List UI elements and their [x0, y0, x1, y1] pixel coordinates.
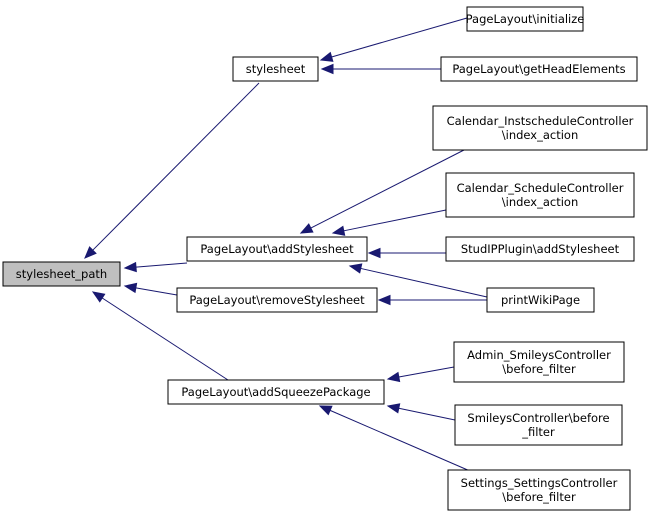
- node-label: stylesheet_path: [16, 267, 107, 281]
- node-admin_smileys[interactable]: Admin_SmileysController\before_filter: [453, 341, 625, 383]
- node-box: [486, 287, 595, 313]
- arrowhead: [123, 261, 137, 273]
- node-stylesheet[interactable]: stylesheet: [232, 56, 319, 82]
- arrowhead: [299, 223, 314, 234]
- edge-smileys-to-addSqueezePackage: [398, 407, 456, 421]
- node-box: [2, 261, 121, 287]
- node-label: PageLayout\addStylesheet: [200, 242, 354, 256]
- arrowhead: [319, 51, 334, 62]
- node-getHeadElements[interactable]: PageLayout\getHeadElements: [440, 56, 638, 82]
- node-addSqueezePackage[interactable]: PageLayout\addSqueezePackage: [167, 379, 385, 405]
- node-box: [453, 341, 625, 383]
- edge-settings-to-addSqueezePackage: [329, 409, 471, 472]
- node-label: PageLayout\addSqueezePackage: [181, 385, 370, 399]
- edge-inst_index-to-addStylesheet: [310, 149, 465, 229]
- node-label: \index_action: [502, 195, 579, 209]
- node-printWikiPage[interactable]: printWikiPage: [486, 287, 595, 313]
- node-label: printWikiPage: [501, 293, 580, 307]
- edge-stylesheet-to-stylesheet_path: [92, 82, 260, 251]
- node-box: [432, 105, 648, 151]
- edge-sched_index-to-addStylesheet: [343, 209, 447, 232]
- arrowhead: [367, 247, 381, 259]
- node-label: \before_filter: [502, 362, 576, 376]
- node-label: PageLayout\getHeadElements: [452, 62, 625, 76]
- arrowhead: [377, 294, 391, 306]
- arrowhead: [320, 63, 334, 75]
- node-box: [454, 404, 623, 446]
- node-sched_index[interactable]: Calendar_ScheduleController\index_action: [445, 172, 635, 218]
- arrowhead: [123, 282, 138, 294]
- node-label: PageLayout\initialize: [466, 12, 585, 26]
- node-label: Admin_SmileysController: [467, 348, 611, 362]
- node-label: Calendar_InstscheduleController: [447, 114, 634, 128]
- node-box: [167, 379, 385, 405]
- node-label: SmileysController\before: [467, 411, 609, 425]
- node-box: [445, 172, 635, 218]
- node-label: \before_filter: [502, 490, 576, 504]
- edge-initialize-to-stylesheet: [331, 17, 468, 58]
- node-settings[interactable]: Settings_SettingsController\before_filte…: [447, 469, 631, 511]
- arrowhead: [331, 225, 346, 236]
- node-box: [466, 6, 584, 32]
- arrowhead: [386, 371, 401, 383]
- node-stylesheet_path[interactable]: stylesheet_path: [2, 261, 121, 287]
- node-smileys[interactable]: SmileysController\before_filter: [454, 404, 623, 446]
- node-label: _filter: [521, 425, 555, 439]
- arrowhead: [91, 291, 106, 303]
- edges: [84, 17, 488, 472]
- node-addStylesheet[interactable]: PageLayout\addStylesheet: [186, 236, 368, 262]
- node-box: [186, 236, 368, 262]
- node-box: [176, 287, 378, 313]
- node-studip_add[interactable]: StudIPPlugin\addStylesheet: [445, 236, 635, 262]
- nodes: stylesheet_path stylesheetPageLayout\addS…: [2, 6, 648, 511]
- edge-admin_smileys-to-addSqueezePackage: [398, 366, 455, 378]
- node-box: [447, 469, 631, 511]
- edge-addStylesheet-to-stylesheet_path: [135, 262, 188, 268]
- node-removeStylesheet[interactable]: PageLayout\removeStylesheet: [176, 287, 378, 313]
- edge-printWikiPage-to-addStylesheet: [360, 267, 488, 298]
- node-box: [445, 236, 635, 262]
- arrowhead: [84, 246, 97, 259]
- edge-addSqueezePackage-to-stylesheet_path: [101, 297, 229, 381]
- node-initialize[interactable]: PageLayout\initialize: [466, 6, 585, 32]
- node-label: stylesheet: [246, 62, 306, 76]
- arrowhead: [386, 403, 401, 414]
- edge-removeStylesheet-to-stylesheet_path: [135, 287, 178, 296]
- node-label: StudIPPlugin\addStylesheet: [461, 242, 620, 256]
- node-box: [232, 56, 319, 82]
- arrowhead: [318, 405, 333, 416]
- node-label: Calendar_ScheduleController: [457, 181, 624, 195]
- node-label: \index_action: [502, 128, 579, 142]
- node-box: [440, 56, 638, 82]
- node-label: PageLayout\removeStylesheet: [189, 293, 365, 307]
- arrowhead: [348, 263, 363, 274]
- node-label: Settings_SettingsController: [461, 476, 618, 490]
- node-inst_index[interactable]: Calendar_InstscheduleController\index_ac…: [432, 105, 648, 151]
